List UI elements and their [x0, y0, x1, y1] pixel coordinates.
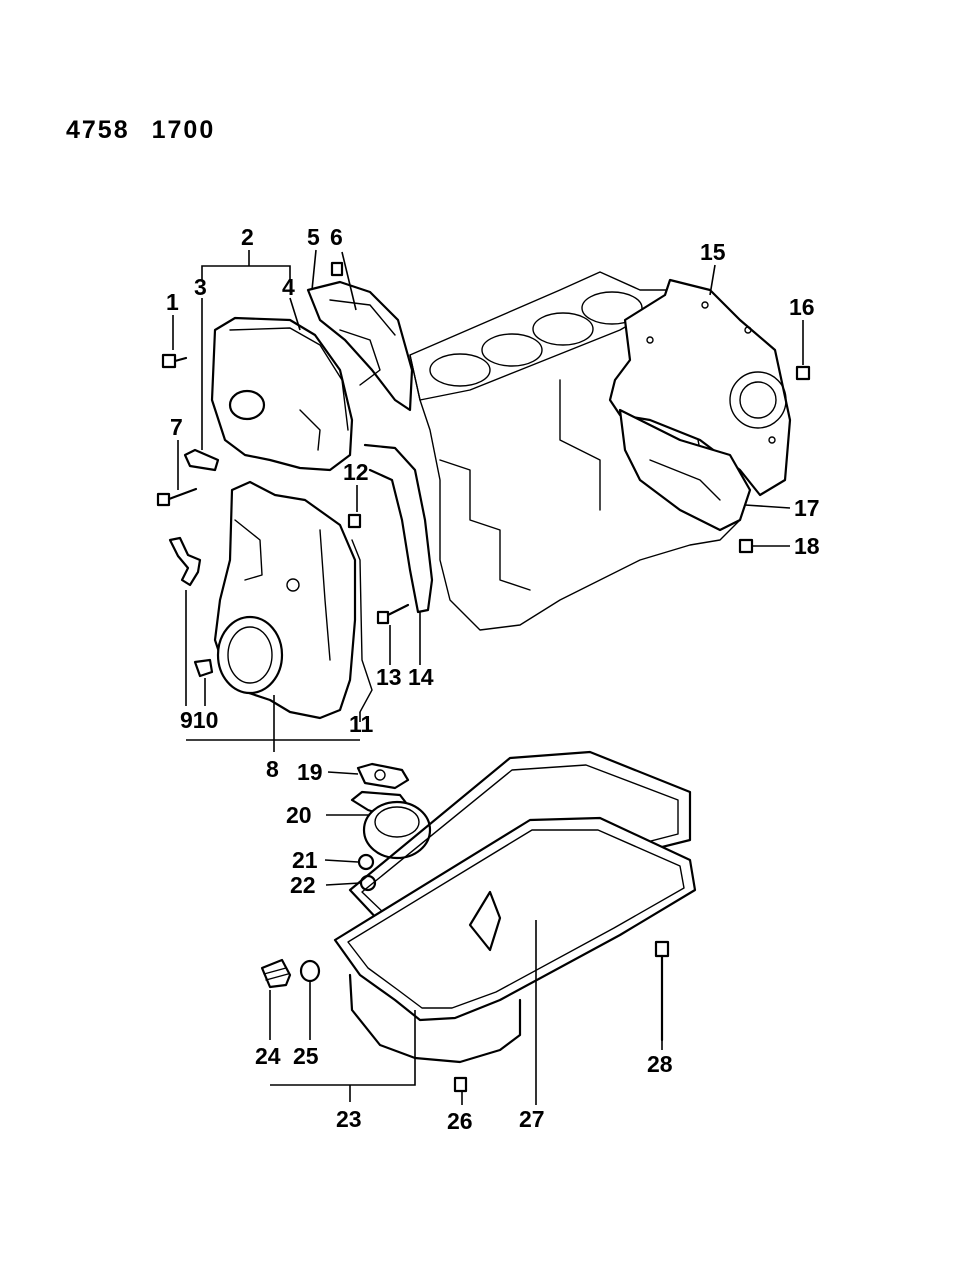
- bolt-13: [376, 603, 410, 625]
- bolt-12: [347, 513, 362, 529]
- callout-14: 14: [408, 664, 434, 690]
- rear-plate-lower: [618, 408, 752, 532]
- washer-10: [193, 658, 214, 678]
- page-code-part2: 1700: [151, 116, 216, 144]
- bolt-7: [156, 487, 198, 507]
- callout-28: 28: [647, 1051, 673, 1077]
- page-code-part1: 4758: [66, 116, 130, 144]
- oil-strainer: [350, 790, 432, 860]
- bolt-26: [453, 1076, 468, 1093]
- callout-17: 17: [794, 495, 820, 521]
- callout-6: 6: [330, 224, 343, 250]
- gasket-11: [351, 539, 373, 713]
- callout-15: 15: [700, 239, 726, 265]
- oil-pan: [333, 816, 697, 1064]
- timing-cover-rear: [306, 280, 414, 412]
- callout-7: 7: [170, 414, 183, 440]
- callout-3: 3: [194, 274, 207, 300]
- page-code: 4758 1700: [66, 116, 237, 145]
- callout-12: 12: [343, 459, 369, 485]
- callout-26: 26: [447, 1108, 473, 1134]
- callout-24: 24: [255, 1043, 281, 1069]
- seal-strip: [183, 448, 220, 472]
- callout-22: 22: [290, 872, 316, 898]
- callout-1: 1: [166, 289, 179, 315]
- bolt-1: [161, 353, 188, 369]
- drain-washer: [299, 959, 321, 983]
- drain-plug: [260, 958, 292, 989]
- engine-block: [409, 271, 741, 631]
- bolt-18: [738, 538, 754, 554]
- callout-19: 19: [297, 759, 323, 785]
- callout-27: 27: [519, 1106, 545, 1132]
- callout-9-10: 910: [180, 707, 218, 733]
- rear-plate: [608, 278, 792, 497]
- callout-4: 4: [282, 274, 295, 300]
- bolt-6: [330, 261, 344, 277]
- strainer-gasket: [356, 762, 410, 790]
- timing-cover-lower: [213, 480, 357, 720]
- callout-2: 2: [241, 224, 254, 250]
- bolt-28: [654, 940, 670, 1042]
- washer-21: [357, 853, 375, 871]
- callout-8: 8: [266, 756, 279, 782]
- callout-11: 11: [349, 711, 374, 737]
- callout-18: 18: [794, 533, 820, 559]
- callout-20: 20: [286, 802, 312, 828]
- callout-25: 25: [293, 1043, 319, 1069]
- callout-16: 16: [789, 294, 815, 320]
- callout-5: 5: [307, 224, 320, 250]
- callout-21: 21: [292, 847, 318, 873]
- gasket-14: [363, 443, 434, 614]
- callout-labels: 1 2 3 4 5 6 7 12 13 14 15 16 17 18 910 1…: [166, 224, 820, 1134]
- timing-cover-upper: [210, 316, 354, 472]
- callout-13: 13: [376, 664, 402, 690]
- clip-9: [168, 536, 202, 587]
- leader-lines: [172, 249, 804, 1105]
- callout-23: 23: [336, 1106, 362, 1132]
- bolt-16: [795, 365, 811, 381]
